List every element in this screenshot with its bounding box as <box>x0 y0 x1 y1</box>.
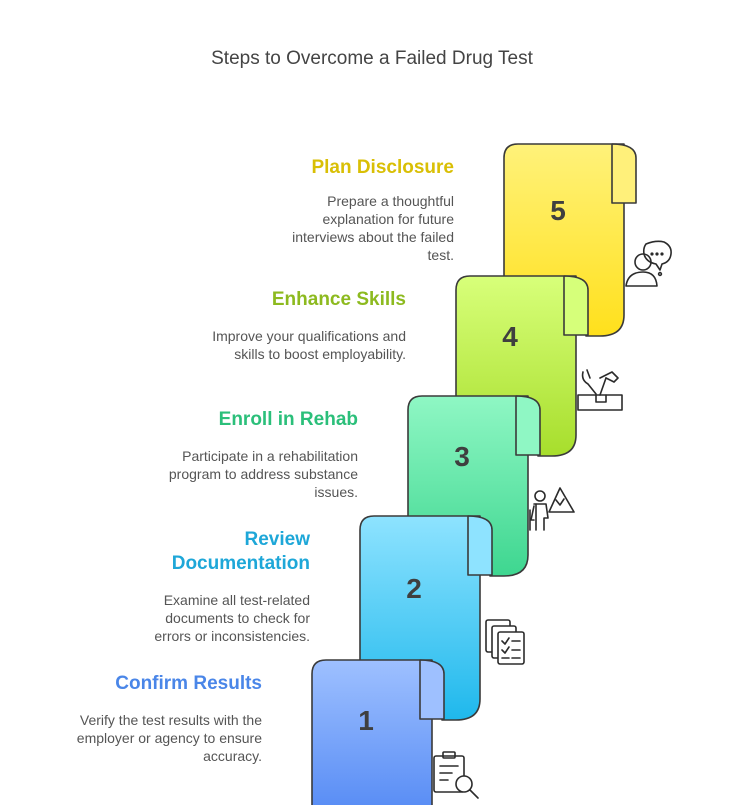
diagram-title: Steps to Overcome a Failed Drug Test <box>211 48 533 69</box>
step-3-description: Participate in a rehabilitation program … <box>168 448 358 500</box>
step-2-description: Examine all test-related documents to ch… <box>154 592 310 644</box>
step-1-number: 1 <box>358 705 374 736</box>
step-5-description: Prepare a thoughtful explanation for fut… <box>292 193 454 263</box>
step-1-description: Verify the test results with the employe… <box>76 712 262 764</box>
step-5-number: 5 <box>550 195 566 226</box>
step-2-number: 2 <box>406 573 422 604</box>
step-1-title: Confirm Results <box>115 673 262 694</box>
step-1-ribbon: 1 <box>311 659 445 805</box>
step-4-ribbon: 4 <box>455 275 589 457</box>
step-2-title: Review Documentation <box>171 529 310 574</box>
step-4-number: 4 <box>502 321 518 352</box>
step-5-title: Plan Disclosure <box>311 157 454 178</box>
toolbox-icon <box>577 369 623 411</box>
hiker-mountain-icon <box>529 487 575 531</box>
person-speech-icon <box>625 240 672 287</box>
step-3-title: Enroll in Rehab <box>218 409 358 430</box>
documents-checklist-icon <box>485 619 525 665</box>
clipboard-search-icon <box>433 751 479 799</box>
step-4-title: Enhance Skills <box>271 289 406 310</box>
step-4-description: Improve your qualifications and skills t… <box>212 328 406 362</box>
step-5-ribbon: 5 <box>503 143 637 337</box>
step-3-number: 3 <box>454 441 470 472</box>
step-3-ribbon: 3 <box>407 395 541 577</box>
